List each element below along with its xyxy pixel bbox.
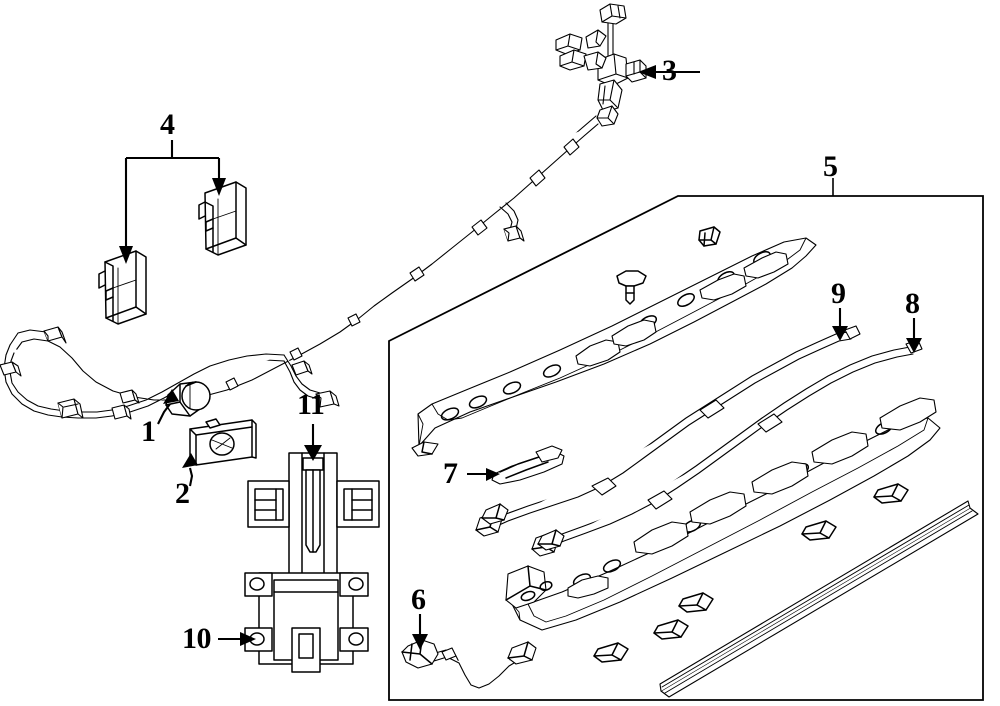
- callout-label-10: 10: [182, 622, 212, 655]
- upper-trim-rod-b: [531, 339, 923, 557]
- leader-7: [467, 468, 500, 481]
- callout-label-1: 1: [141, 415, 156, 448]
- leader-3: [638, 65, 700, 79]
- leader-1: [157, 389, 179, 425]
- sensor-retainer-bracket: [189, 418, 257, 466]
- main-wiring-harness: [0, 115, 599, 420]
- long-trim-strip: [659, 500, 979, 698]
- callout-label-8: 8: [905, 287, 920, 320]
- callout-label-7: 7: [443, 457, 458, 490]
- leader-8: [906, 318, 922, 353]
- callout-label-2: 2: [175, 477, 190, 510]
- harness-connector-assembly: [555, 3, 647, 127]
- lower-sensor-cable: [401, 639, 537, 689]
- small-clip-strip: [491, 445, 565, 485]
- leader-9: [832, 308, 848, 341]
- leader-4: [119, 140, 226, 264]
- module-upper: [247, 452, 380, 576]
- callout-label-11: 11: [297, 388, 325, 421]
- reinforcement-rail-upper: [411, 237, 817, 457]
- module-lower: [244, 572, 369, 673]
- leader-11: [304, 424, 322, 461]
- parking-sensor: [165, 381, 211, 417]
- leader-10: [218, 632, 256, 646]
- bumper-side-bracket-left: [98, 250, 147, 325]
- callout-label-4: 4: [160, 108, 175, 141]
- callout-label-3: 3: [662, 54, 677, 87]
- reinforcement-rail-lower: [505, 397, 941, 631]
- callout-label-9: 9: [831, 277, 846, 310]
- callout-label-5: 5: [823, 150, 838, 183]
- bumper-side-bracket-right: [198, 181, 247, 256]
- callout-label-6: 6: [411, 583, 426, 616]
- group-box-5: [388, 195, 984, 701]
- leader-6: [412, 614, 428, 650]
- push-pin-clips: [593, 226, 909, 663]
- leader-2: [182, 453, 198, 487]
- small-bar-clip-left: [481, 503, 565, 551]
